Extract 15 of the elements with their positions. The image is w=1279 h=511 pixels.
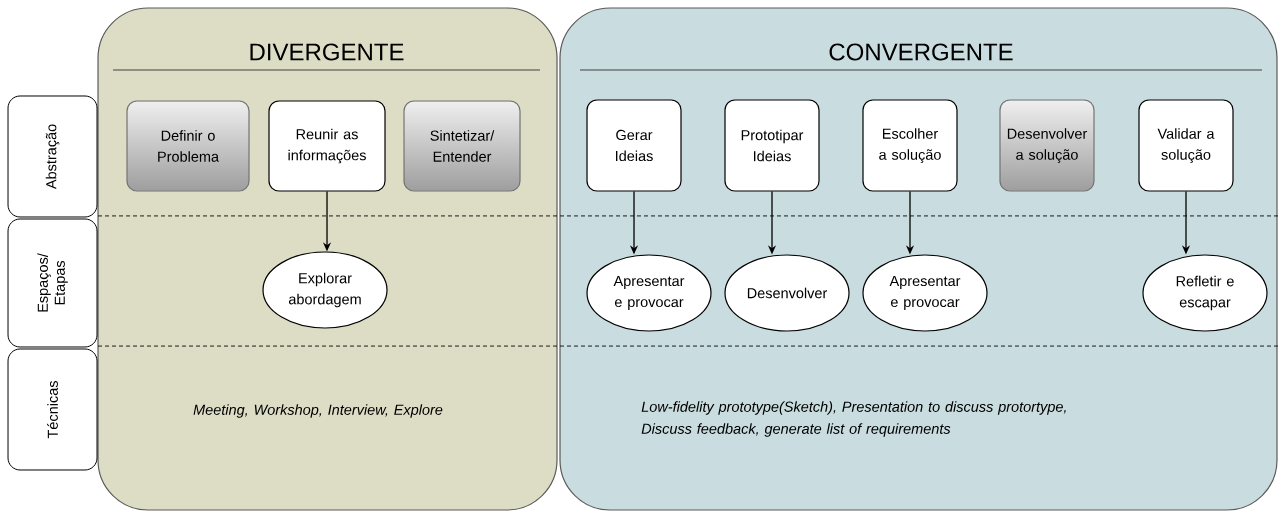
step-box: Reunir as informações	[268, 100, 386, 192]
step-box: Definir o Problema	[126, 100, 250, 192]
technique-text: Low-fidelity prototype(Sketch), Presentation to discuss protortype, Discuss feedback, generate list of requirements	[641, 401, 1066, 437]
step-box: Validar a solução	[1138, 99, 1234, 192]
row-label-box: Abstração	[7, 95, 98, 218]
row-label-box: Espaços/ Etapas	[7, 218, 98, 348]
panel-title: DIVERGENTE	[250, 43, 404, 61]
step-box: Prototipar Ideias	[724, 99, 820, 192]
technique-text: Meeting, Workshop, Interview, Explore	[193, 404, 443, 418]
panel-title: CONVERGENTE	[829, 43, 1013, 61]
step-box: Desenvolver a solução	[999, 99, 1095, 192]
step-box: Sintetizar/ Entender	[403, 100, 521, 192]
row-label-box: Técnicas	[7, 348, 98, 471]
step-box: Gerar Ideias	[586, 99, 682, 192]
step-box: Escolher a solução	[862, 99, 958, 192]
